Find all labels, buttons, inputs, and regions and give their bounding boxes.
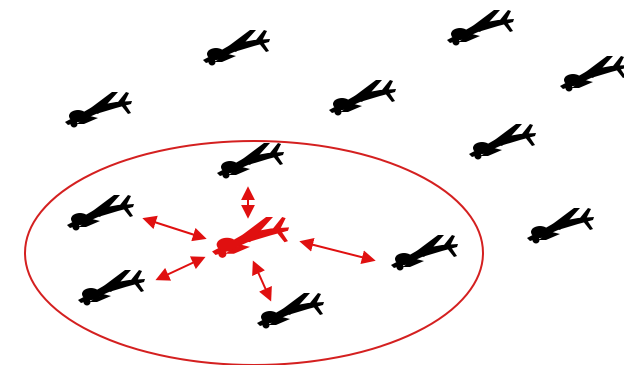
- link-arrow: [145, 219, 204, 238]
- drone-icon: [447, 10, 514, 46]
- drone-icon: [203, 30, 270, 66]
- drone-icon: [217, 143, 284, 179]
- drone-icon: [65, 92, 132, 128]
- outside-drones: [65, 10, 624, 244]
- drone-icon: [67, 195, 134, 231]
- drone-icon: [257, 293, 324, 329]
- drone-icon: [560, 56, 624, 92]
- communication-links: [145, 189, 373, 299]
- link-arrow: [254, 263, 270, 299]
- link-arrow: [302, 242, 373, 260]
- drone-icon: [329, 80, 396, 116]
- drone-icon: [469, 124, 536, 160]
- leader-drone-icon: [212, 217, 289, 258]
- drone-icon: [391, 235, 458, 271]
- link-arrow: [158, 258, 203, 279]
- drone-icon: [78, 270, 145, 306]
- drone-icon: [527, 208, 594, 244]
